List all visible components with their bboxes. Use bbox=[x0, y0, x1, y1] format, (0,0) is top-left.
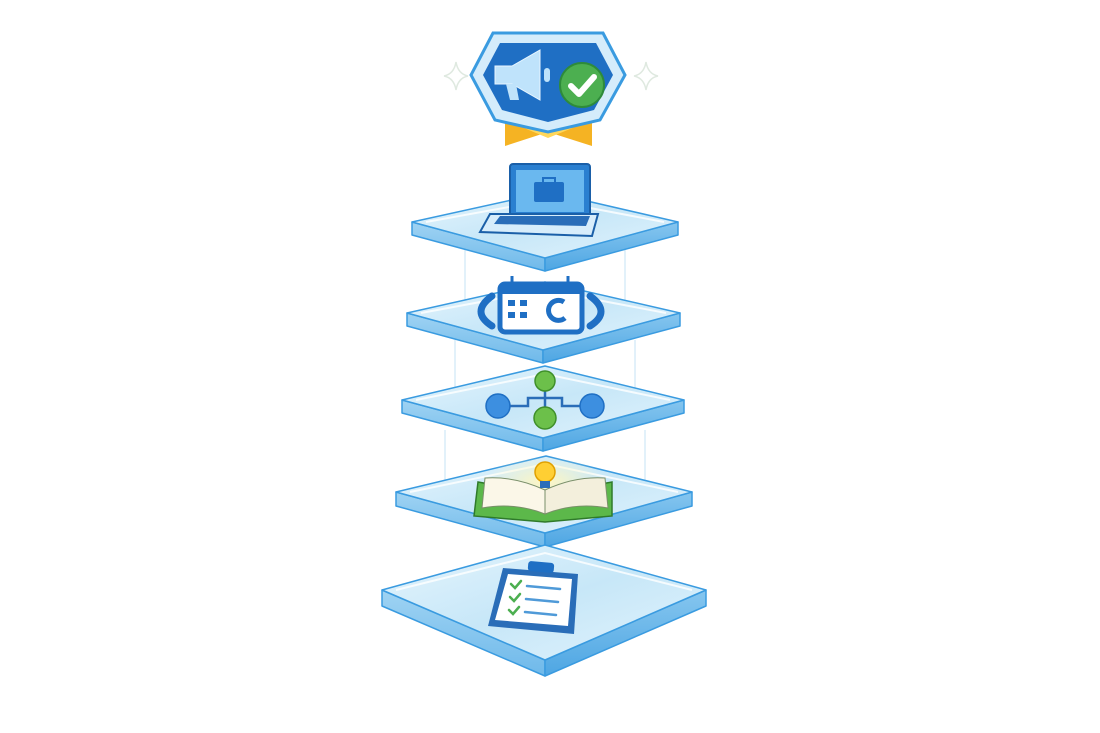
layer-top-face bbox=[401, 365, 685, 439]
calendar-sync-icon bbox=[477, 276, 605, 335]
megaphone-icon bbox=[494, 49, 550, 101]
open-book-lightbulb-icon bbox=[473, 457, 613, 523]
network-nodes-icon bbox=[485, 370, 605, 430]
checklist-clipboard-icon bbox=[488, 561, 578, 634]
sparkle-icon bbox=[443, 61, 659, 91]
top-badge bbox=[443, 31, 659, 146]
layer-highlight bbox=[395, 551, 693, 591]
checkmark-icon bbox=[559, 62, 605, 108]
laptop-briefcase-icon bbox=[478, 163, 600, 238]
layer-plate-3 bbox=[401, 365, 685, 452]
